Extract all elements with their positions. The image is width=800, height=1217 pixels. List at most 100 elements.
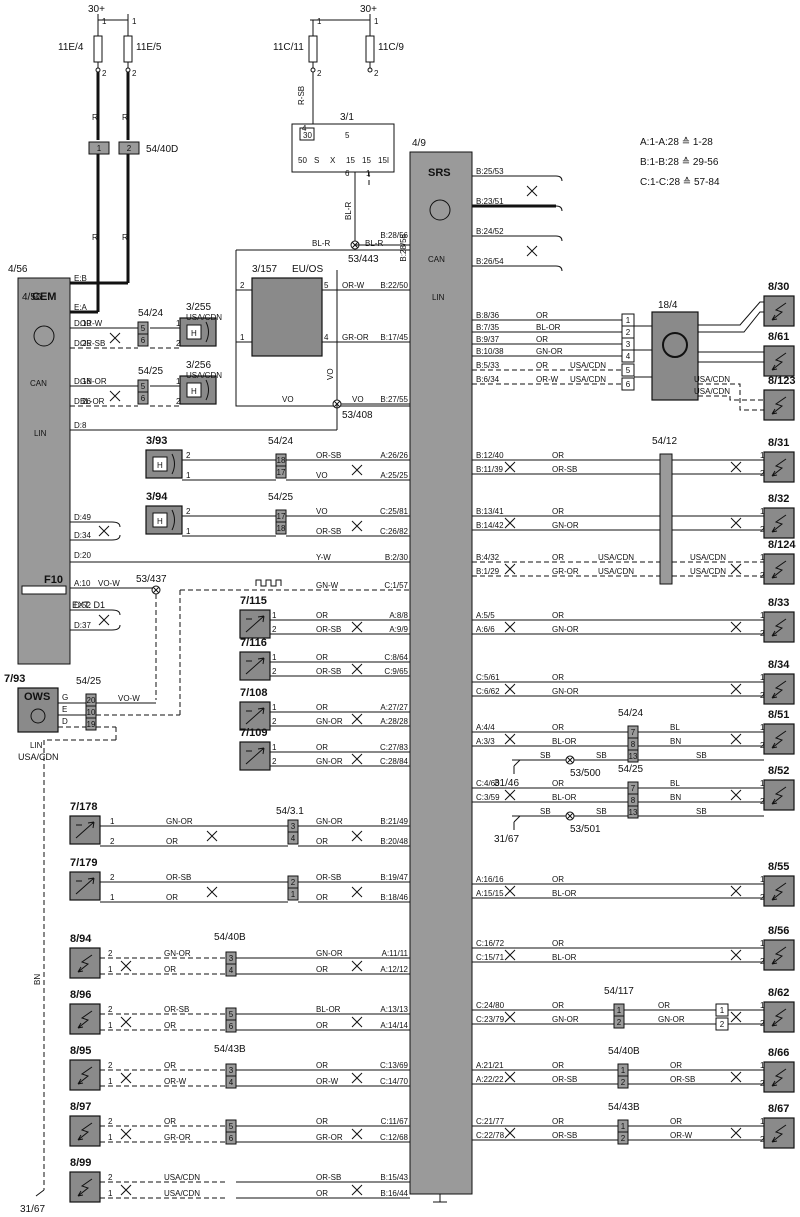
ows-market: USA/CDN: [18, 752, 59, 762]
conn-label: 54/24: [138, 308, 163, 319]
twist-marker: [730, 461, 742, 473]
pin: 1: [760, 451, 765, 460]
ignition-pin-6: 6: [345, 169, 350, 178]
twist-marker: [730, 1011, 742, 1023]
sensor-icon: [145, 505, 183, 535]
connector-cell: [225, 1075, 237, 1089]
twist-marker: [504, 1011, 516, 1023]
fuse-body: [365, 35, 375, 63]
srs-pin: B:10/38: [476, 347, 504, 356]
srs-pin-vertical: B:28/56: [399, 233, 408, 261]
wire-label: GN-OR: [552, 625, 579, 634]
sensor-curve: [171, 509, 175, 531]
wire-label: OR-SB: [316, 873, 341, 882]
pin: 2: [720, 1020, 725, 1029]
airbag-icon: [763, 507, 795, 539]
ignition-terminal: S: [314, 156, 319, 165]
twist-marker: [730, 1127, 742, 1139]
igniter-icon: [77, 954, 93, 973]
twist-marker: [351, 663, 363, 675]
conn-label: 54/24: [618, 708, 643, 719]
conn-pin: 2: [127, 144, 132, 153]
connector-pin: 4: [291, 834, 296, 843]
market-label: USA/CDN: [690, 553, 726, 562]
sensor-inner: [152, 512, 168, 528]
wire-label: BL-OR: [316, 1005, 341, 1014]
wire-label: GN-OR: [552, 1015, 579, 1024]
wire-end: [555, 265, 563, 272]
component-label: 7/116: [240, 637, 267, 649]
srs-transistor-icon: [429, 199, 451, 221]
wire-label: OR-SB: [166, 873, 191, 882]
fuse-pin: 1: [374, 17, 379, 26]
clock-pin: 2: [626, 328, 631, 337]
cem-fuse-body: [21, 585, 67, 595]
twist-marker: [730, 517, 742, 529]
pin: 1: [186, 527, 191, 536]
srs-pin: B:13/41: [476, 507, 504, 516]
pin: 5: [324, 281, 329, 290]
twist-marker: [730, 789, 742, 801]
srs-pin: B:7/35: [476, 323, 500, 332]
cem-name: CEM: [32, 291, 56, 303]
pin: 2: [108, 1061, 113, 1070]
wire-label: OR: [552, 1061, 564, 1070]
sensor-arrow: [75, 877, 95, 895]
market-label: USA/CDN: [598, 553, 634, 562]
component-label: 7/109: [240, 727, 268, 739]
pin: 1: [760, 507, 765, 516]
srs-pin: B:25/53: [476, 167, 504, 176]
cem-pin: D:34: [74, 531, 91, 540]
fuse-id: 11C/9: [378, 42, 404, 53]
ignition-terminal: 15: [362, 156, 371, 165]
wire-label: GN-OR: [536, 347, 563, 356]
market-label: USA/CDN: [186, 371, 222, 380]
component-label: 8/67: [768, 1103, 789, 1115]
twist-marker: [351, 464, 363, 476]
srs-pin: A:21/21: [476, 1061, 504, 1070]
connector-pin: 5: [229, 1122, 234, 1131]
connector-pin: 4: [229, 966, 234, 975]
wire-label: OR: [536, 311, 548, 320]
component-label: 8/95: [70, 1045, 91, 1057]
srs-pin: B:21/49: [380, 817, 408, 826]
igniter-icon: [771, 352, 787, 371]
srs-pin: B:24/52: [476, 227, 504, 236]
igniter-icon: [771, 560, 787, 579]
wire-label: BL-OR: [552, 793, 577, 802]
pin: 1: [760, 1117, 765, 1126]
srs-pin: A:13/13: [380, 1005, 408, 1014]
fuse-pin: 2: [102, 69, 107, 78]
component-label: 7/115: [240, 595, 267, 607]
sensor-arrow: [245, 707, 265, 725]
wire-label: VO-W: [118, 694, 140, 703]
market-label: USA/CDN: [694, 387, 730, 396]
component-label: 3/256: [186, 360, 211, 371]
ignition-terminal: 15I: [378, 156, 389, 165]
fuse-terminal: [310, 67, 316, 73]
srs-pin: C:22/78: [476, 1131, 505, 1140]
ows-lin: LIN: [30, 741, 43, 750]
wire-label: OR-W: [316, 1077, 339, 1086]
connector-pin: 19: [87, 720, 96, 729]
igniter-icon: [771, 1008, 787, 1027]
wire-label: OR: [536, 361, 548, 370]
legend-a: A:1-A:28 ≙ 1-28: [640, 136, 713, 148]
twist-marker: [730, 683, 742, 695]
twist-marker: [109, 390, 121, 402]
wire-label: GN-OR: [658, 1015, 685, 1024]
ground-switch: [35, 1189, 45, 1197]
wire-end: [555, 205, 563, 212]
component-label: 8/56: [768, 925, 789, 937]
sensor-inner: [186, 382, 202, 398]
wire-label: OR: [166, 893, 178, 902]
component-label: 8/94: [70, 933, 92, 945]
connector-pin: 4: [229, 1078, 234, 1087]
sensor-arrow: [245, 657, 265, 675]
connector-pin: 5: [141, 382, 146, 391]
wire-label: BL-OR: [536, 323, 561, 332]
wire-label: OR: [552, 723, 564, 732]
srs-pin: C:6/62: [476, 687, 500, 696]
legend-c: C:1-C:28 ≙ 57-84: [640, 176, 720, 188]
srs-pin: B:12/40: [476, 451, 504, 460]
